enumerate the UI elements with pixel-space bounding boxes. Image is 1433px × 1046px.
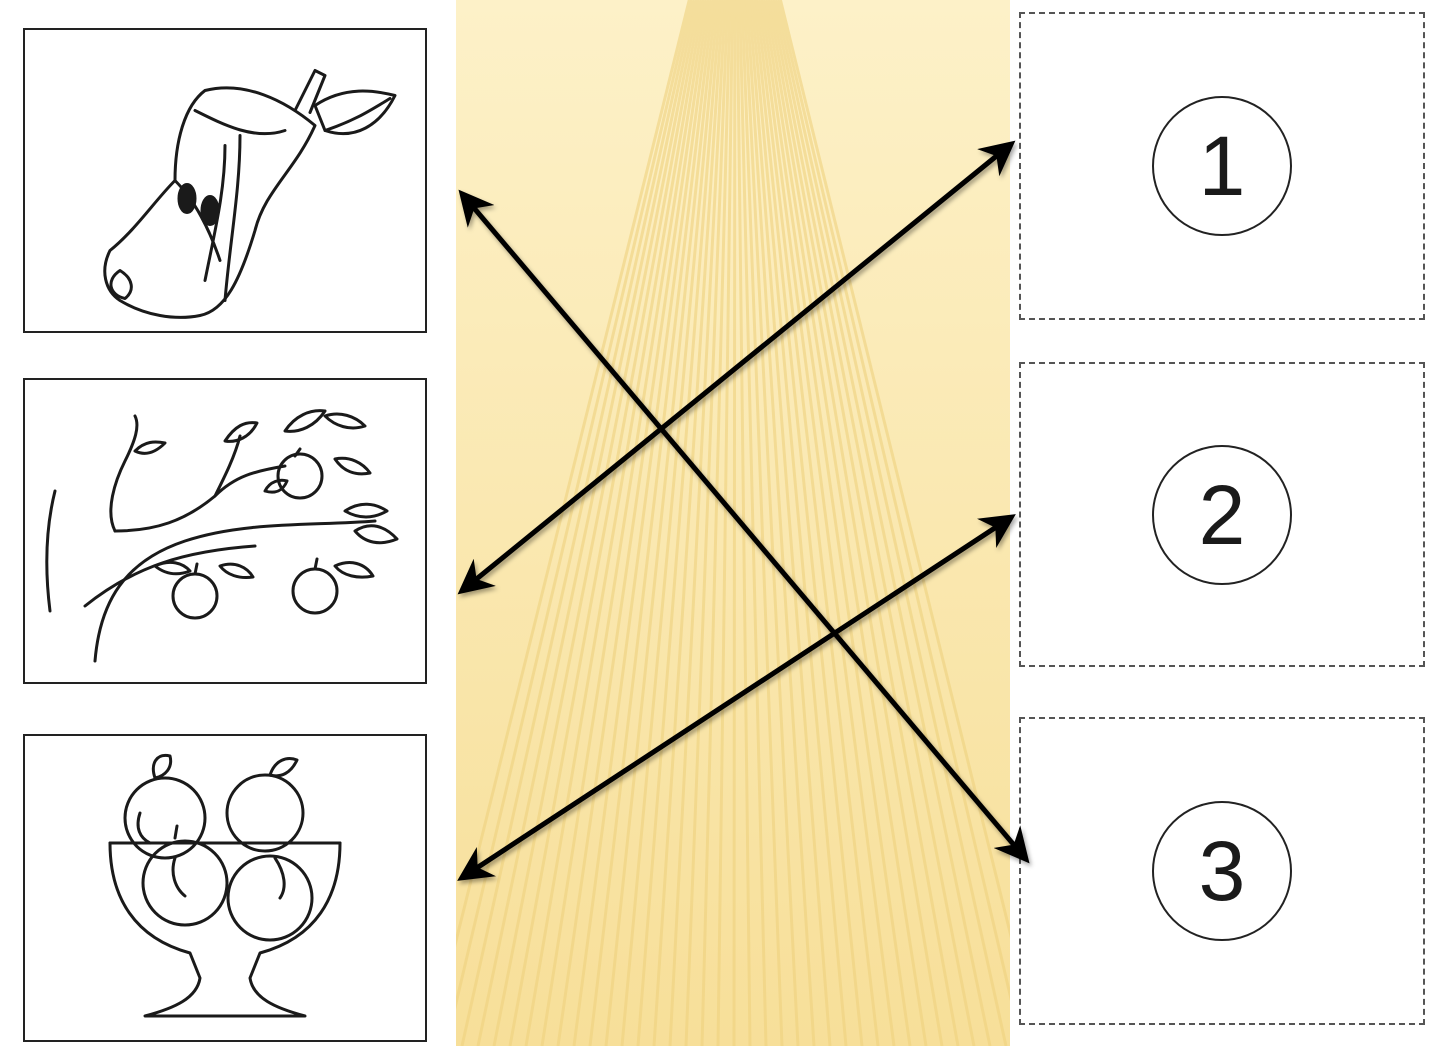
background-stripe (734, 0, 735, 1046)
picture-card-apple-branch[interactable] (23, 378, 427, 684)
picture-card-fruit-bowl[interactable] (23, 734, 427, 1042)
apple-branch-icon (25, 380, 425, 682)
number-card-3[interactable]: 3 (1019, 717, 1425, 1025)
fruit-bowl-icon (25, 736, 425, 1040)
number-card-1[interactable]: 1 (1019, 12, 1425, 320)
number-badge: 3 (1152, 801, 1292, 941)
apple-core-icon (25, 30, 425, 331)
picture-card-apple-core[interactable] (23, 28, 427, 333)
number-card-2[interactable]: 2 (1019, 362, 1425, 667)
number-badge: 1 (1152, 96, 1292, 236)
number-badge: 2 (1152, 445, 1292, 585)
